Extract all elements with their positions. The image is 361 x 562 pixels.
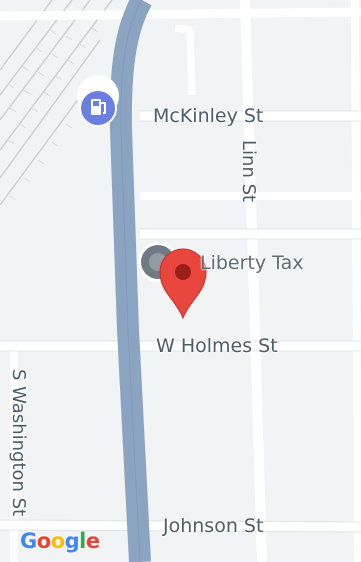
poi-label-liberty-tax[interactable]: Liberty Tax	[200, 252, 304, 274]
street-label-s-washington: S Washington St	[8, 369, 29, 517]
road-edges	[0, 110, 361, 533]
google-logo-text: Google	[20, 529, 100, 553]
street-label-w-holmes: W Holmes St	[156, 335, 278, 357]
location-pin-icon[interactable]	[159, 248, 207, 320]
street-label-linn: Linn St	[238, 140, 259, 203]
gas-station-icon[interactable]	[77, 75, 119, 128]
street-label-mckinley: McKinley St	[153, 105, 264, 127]
street-label-johnson: Johnson St	[163, 515, 264, 537]
railway-lines	[0, 0, 113, 206]
google-logo: Google	[20, 531, 100, 552]
railway-ties	[7, 27, 99, 201]
